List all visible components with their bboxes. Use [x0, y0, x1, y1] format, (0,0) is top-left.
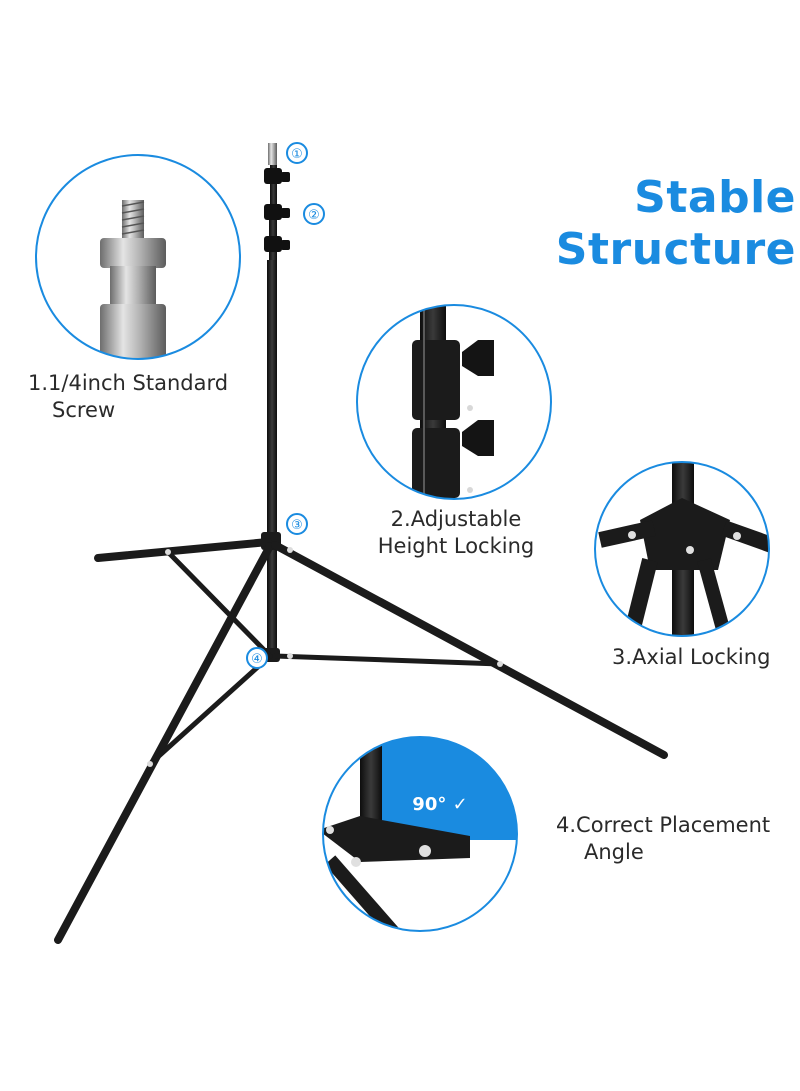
marker-4: ④ — [246, 647, 268, 669]
svg-text:①: ① — [291, 147, 303, 162]
top-spigot — [268, 143, 277, 165]
right-angle-icon — [323, 737, 517, 931]
callout-screw — [35, 154, 241, 360]
headline-line-2: Structure — [555, 224, 796, 275]
headline: Stable Structure — [536, 172, 796, 276]
height-lock-icon — [412, 305, 494, 499]
light-stand — [54, 143, 668, 944]
callout-height-locking — [356, 304, 552, 500]
callout-placement-angle: 90° ✓ — [322, 736, 518, 932]
marker-2: ② — [303, 203, 325, 225]
marker-3: ③ — [286, 513, 308, 535]
caption-axial-locking: 3.Axial Locking — [612, 645, 771, 669]
callout-axial-locking — [594, 461, 770, 637]
headline-line-1: Stable — [634, 172, 796, 223]
svg-text:③: ③ — [291, 518, 303, 533]
caption-screw: 1.1/4inch Standard Screw — [28, 371, 229, 422]
caption-placement-angle: 4.Correct Placement Angle — [556, 813, 771, 864]
screw-icon — [100, 200, 166, 359]
svg-text:②: ② — [308, 208, 320, 223]
marker-1: ① — [286, 142, 308, 164]
center-pole — [267, 260, 277, 660]
angle-badge: 90° ✓ — [412, 794, 467, 815]
svg-text:④: ④ — [251, 652, 263, 667]
caption-height-locking: 2.Adjustable Height Locking — [377, 507, 535, 558]
